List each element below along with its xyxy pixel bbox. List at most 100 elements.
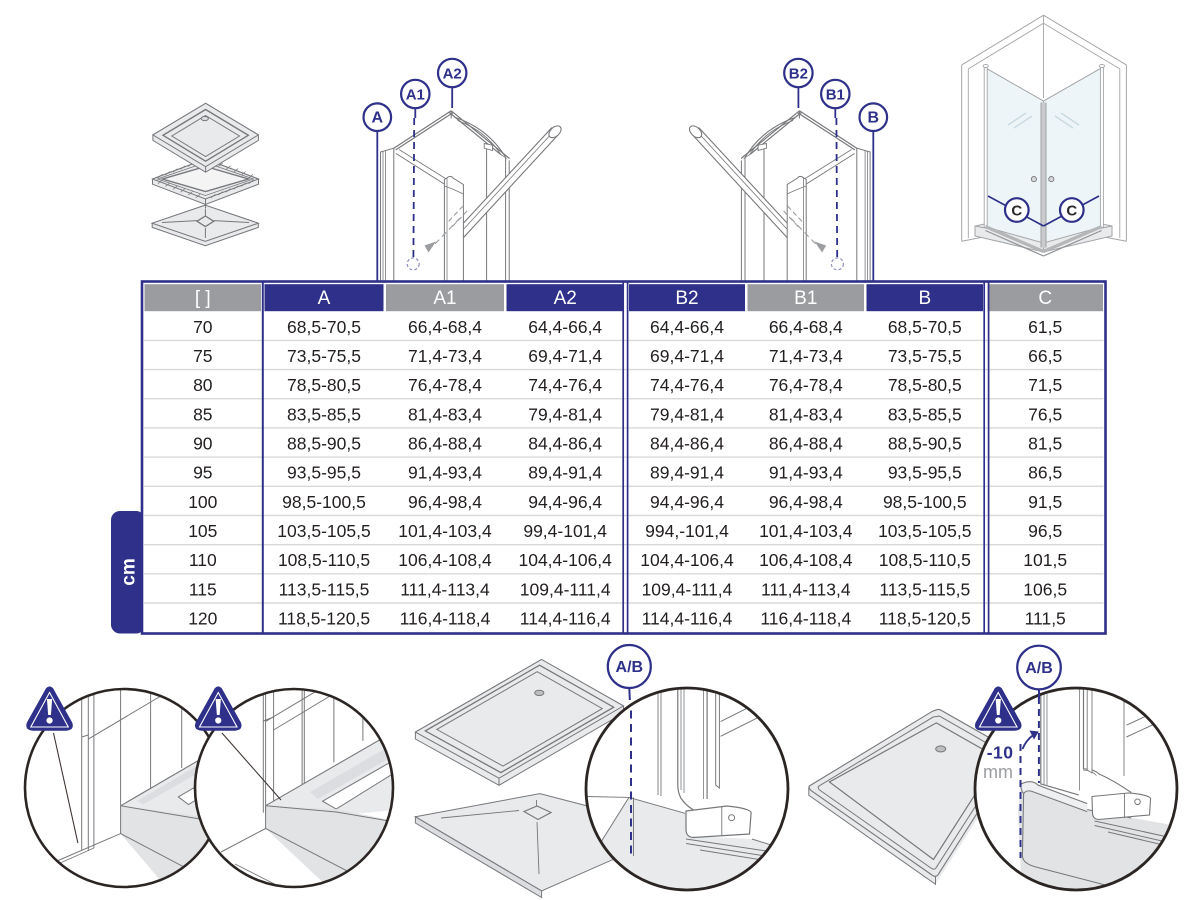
svg-text:85: 85 bbox=[193, 404, 212, 424]
svg-text:76,5: 76,5 bbox=[1028, 404, 1062, 424]
svg-text:113,5-115,5: 113,5-115,5 bbox=[279, 579, 370, 599]
svg-text:64,4-66,4: 64,4-66,4 bbox=[528, 317, 602, 337]
svg-text:B2: B2 bbox=[789, 66, 808, 83]
svg-text:66,5: 66,5 bbox=[1028, 346, 1062, 366]
svg-text:cm: cm bbox=[119, 558, 140, 585]
svg-text:A1: A1 bbox=[406, 87, 425, 104]
svg-text:994,-101,4: 994,-101,4 bbox=[645, 521, 729, 541]
svg-text:74,4-76,4: 74,4-76,4 bbox=[650, 375, 724, 395]
svg-text:C: C bbox=[1038, 288, 1052, 309]
svg-text:83,5-85,5: 83,5-85,5 bbox=[888, 404, 962, 424]
svg-text:110: 110 bbox=[189, 550, 217, 570]
svg-text:76,4-78,4: 76,4-78,4 bbox=[408, 375, 482, 395]
svg-text:106,4-108,4: 106,4-108,4 bbox=[398, 550, 492, 570]
svg-text:114,4-116,4: 114,4-116,4 bbox=[520, 609, 611, 629]
svg-text:94,4-96,4: 94,4-96,4 bbox=[650, 492, 724, 512]
svg-text:104,4-106,4: 104,4-106,4 bbox=[640, 550, 734, 570]
svg-text:74,4-76,4: 74,4-76,4 bbox=[528, 375, 602, 395]
svg-text:111,4-113,4: 111,4-113,4 bbox=[761, 579, 851, 599]
svg-text:71,5: 71,5 bbox=[1028, 375, 1062, 395]
svg-text:[ ]: [ ] bbox=[195, 288, 211, 309]
svg-text:B1: B1 bbox=[794, 288, 817, 309]
svg-text:68,5-70,5: 68,5-70,5 bbox=[888, 317, 962, 337]
svg-text:66,4-68,4: 66,4-68,4 bbox=[408, 317, 482, 337]
svg-text:86,4-88,4: 86,4-88,4 bbox=[769, 434, 843, 454]
svg-text:A/B: A/B bbox=[1025, 660, 1053, 677]
svg-text:-10: -10 bbox=[987, 743, 1014, 763]
svg-text:91,4-93,4: 91,4-93,4 bbox=[408, 463, 482, 483]
svg-text:68,5-70,5: 68,5-70,5 bbox=[287, 317, 361, 337]
svg-text:81,4-83,4: 81,4-83,4 bbox=[769, 404, 843, 424]
svg-text:95: 95 bbox=[193, 463, 212, 483]
svg-text:A: A bbox=[372, 110, 384, 127]
svg-text:73,5-75,5: 73,5-75,5 bbox=[888, 346, 962, 366]
svg-text:93,5-95,5: 93,5-95,5 bbox=[888, 463, 962, 483]
svg-text:79,4-81,4: 79,4-81,4 bbox=[528, 404, 602, 424]
svg-text:78,5-80,5: 78,5-80,5 bbox=[287, 375, 361, 395]
svg-text:106,4-108,4: 106,4-108,4 bbox=[759, 550, 853, 570]
svg-text:81,4-83,4: 81,4-83,4 bbox=[408, 404, 482, 424]
svg-text:B: B bbox=[868, 110, 880, 127]
svg-text:103,5-105,5: 103,5-105,5 bbox=[878, 521, 971, 541]
svg-text:61,5: 61,5 bbox=[1028, 317, 1062, 337]
svg-text:101,4-103,4: 101,4-103,4 bbox=[398, 521, 492, 541]
svg-text:108,5-110,5: 108,5-110,5 bbox=[879, 550, 971, 570]
svg-text:114,4-116,4: 114,4-116,4 bbox=[642, 609, 733, 629]
svg-text:118,5-120,5: 118,5-120,5 bbox=[278, 609, 370, 629]
svg-text:115: 115 bbox=[189, 579, 217, 599]
svg-text:98,5-100,5: 98,5-100,5 bbox=[282, 492, 366, 512]
svg-text:94,4-96,4: 94,4-96,4 bbox=[528, 492, 602, 512]
svg-text:96,5: 96,5 bbox=[1028, 521, 1062, 541]
svg-text:106,5: 106,5 bbox=[1023, 579, 1067, 599]
svg-text:C: C bbox=[1066, 203, 1077, 220]
svg-text:71,4-73,4: 71,4-73,4 bbox=[408, 346, 482, 366]
svg-text:70: 70 bbox=[193, 317, 213, 337]
svg-text:75: 75 bbox=[193, 346, 212, 366]
svg-text:80: 80 bbox=[193, 375, 213, 395]
svg-text:91,4-93,4: 91,4-93,4 bbox=[769, 463, 843, 483]
svg-text:104,4-106,4: 104,4-106,4 bbox=[518, 550, 612, 570]
svg-text:88,5-90,5: 88,5-90,5 bbox=[287, 434, 361, 454]
svg-text:79,4-81,4: 79,4-81,4 bbox=[650, 404, 724, 424]
svg-text:98,5-100,5: 98,5-100,5 bbox=[883, 492, 967, 512]
svg-text:108,5-110,5: 108,5-110,5 bbox=[278, 550, 370, 570]
svg-text:C: C bbox=[1011, 203, 1022, 220]
svg-text:89,4-91,4: 89,4-91,4 bbox=[650, 463, 724, 483]
svg-text:A: A bbox=[318, 288, 331, 309]
svg-text:91,5: 91,5 bbox=[1028, 492, 1062, 512]
svg-text:93,5-95,5: 93,5-95,5 bbox=[287, 463, 361, 483]
svg-text:86,4-88,4: 86,4-88,4 bbox=[408, 434, 482, 454]
svg-text:A2: A2 bbox=[443, 66, 462, 83]
svg-text:118,5-120,5: 118,5-120,5 bbox=[879, 609, 971, 629]
svg-text:84,4-86,4: 84,4-86,4 bbox=[650, 434, 724, 454]
svg-text:99,4-101,4: 99,4-101,4 bbox=[523, 521, 607, 541]
svg-text:96,4-98,4: 96,4-98,4 bbox=[769, 492, 843, 512]
svg-text:120: 120 bbox=[188, 609, 217, 629]
svg-text:113,5-115,5: 113,5-115,5 bbox=[879, 579, 970, 599]
svg-text:90: 90 bbox=[193, 434, 213, 454]
svg-text:71,4-73,4: 71,4-73,4 bbox=[769, 346, 843, 366]
svg-text:B1: B1 bbox=[826, 87, 845, 104]
svg-text:103,5-105,5: 103,5-105,5 bbox=[277, 521, 370, 541]
svg-text:101,5: 101,5 bbox=[1023, 550, 1067, 570]
svg-text:84,4-86,4: 84,4-86,4 bbox=[528, 434, 602, 454]
svg-text:96,4-98,4: 96,4-98,4 bbox=[408, 492, 482, 512]
svg-text:83,5-85,5: 83,5-85,5 bbox=[287, 404, 361, 424]
svg-text:105: 105 bbox=[188, 521, 217, 541]
svg-text:100: 100 bbox=[188, 492, 217, 512]
svg-text:A1: A1 bbox=[433, 288, 456, 309]
svg-text:mm: mm bbox=[983, 762, 1013, 782]
svg-text:66,4-68,4: 66,4-68,4 bbox=[769, 317, 843, 337]
svg-text:86,5: 86,5 bbox=[1028, 463, 1062, 483]
svg-text:111,4-113,4: 111,4-113,4 bbox=[400, 579, 490, 599]
svg-text:116,4-118,4: 116,4-118,4 bbox=[400, 609, 491, 629]
svg-text:101,4-103,4: 101,4-103,4 bbox=[759, 521, 853, 541]
svg-text:64,4-66,4: 64,4-66,4 bbox=[650, 317, 724, 337]
svg-text:88,5-90,5: 88,5-90,5 bbox=[888, 434, 962, 454]
svg-text:69,4-71,4: 69,4-71,4 bbox=[528, 346, 602, 366]
svg-text:78,5-80,5: 78,5-80,5 bbox=[888, 375, 962, 395]
svg-text:69,4-71,4: 69,4-71,4 bbox=[650, 346, 724, 366]
svg-text:109,4-111,4: 109,4-111,4 bbox=[642, 579, 733, 599]
svg-text:89,4-91,4: 89,4-91,4 bbox=[528, 463, 602, 483]
svg-text:A/B: A/B bbox=[616, 659, 644, 676]
